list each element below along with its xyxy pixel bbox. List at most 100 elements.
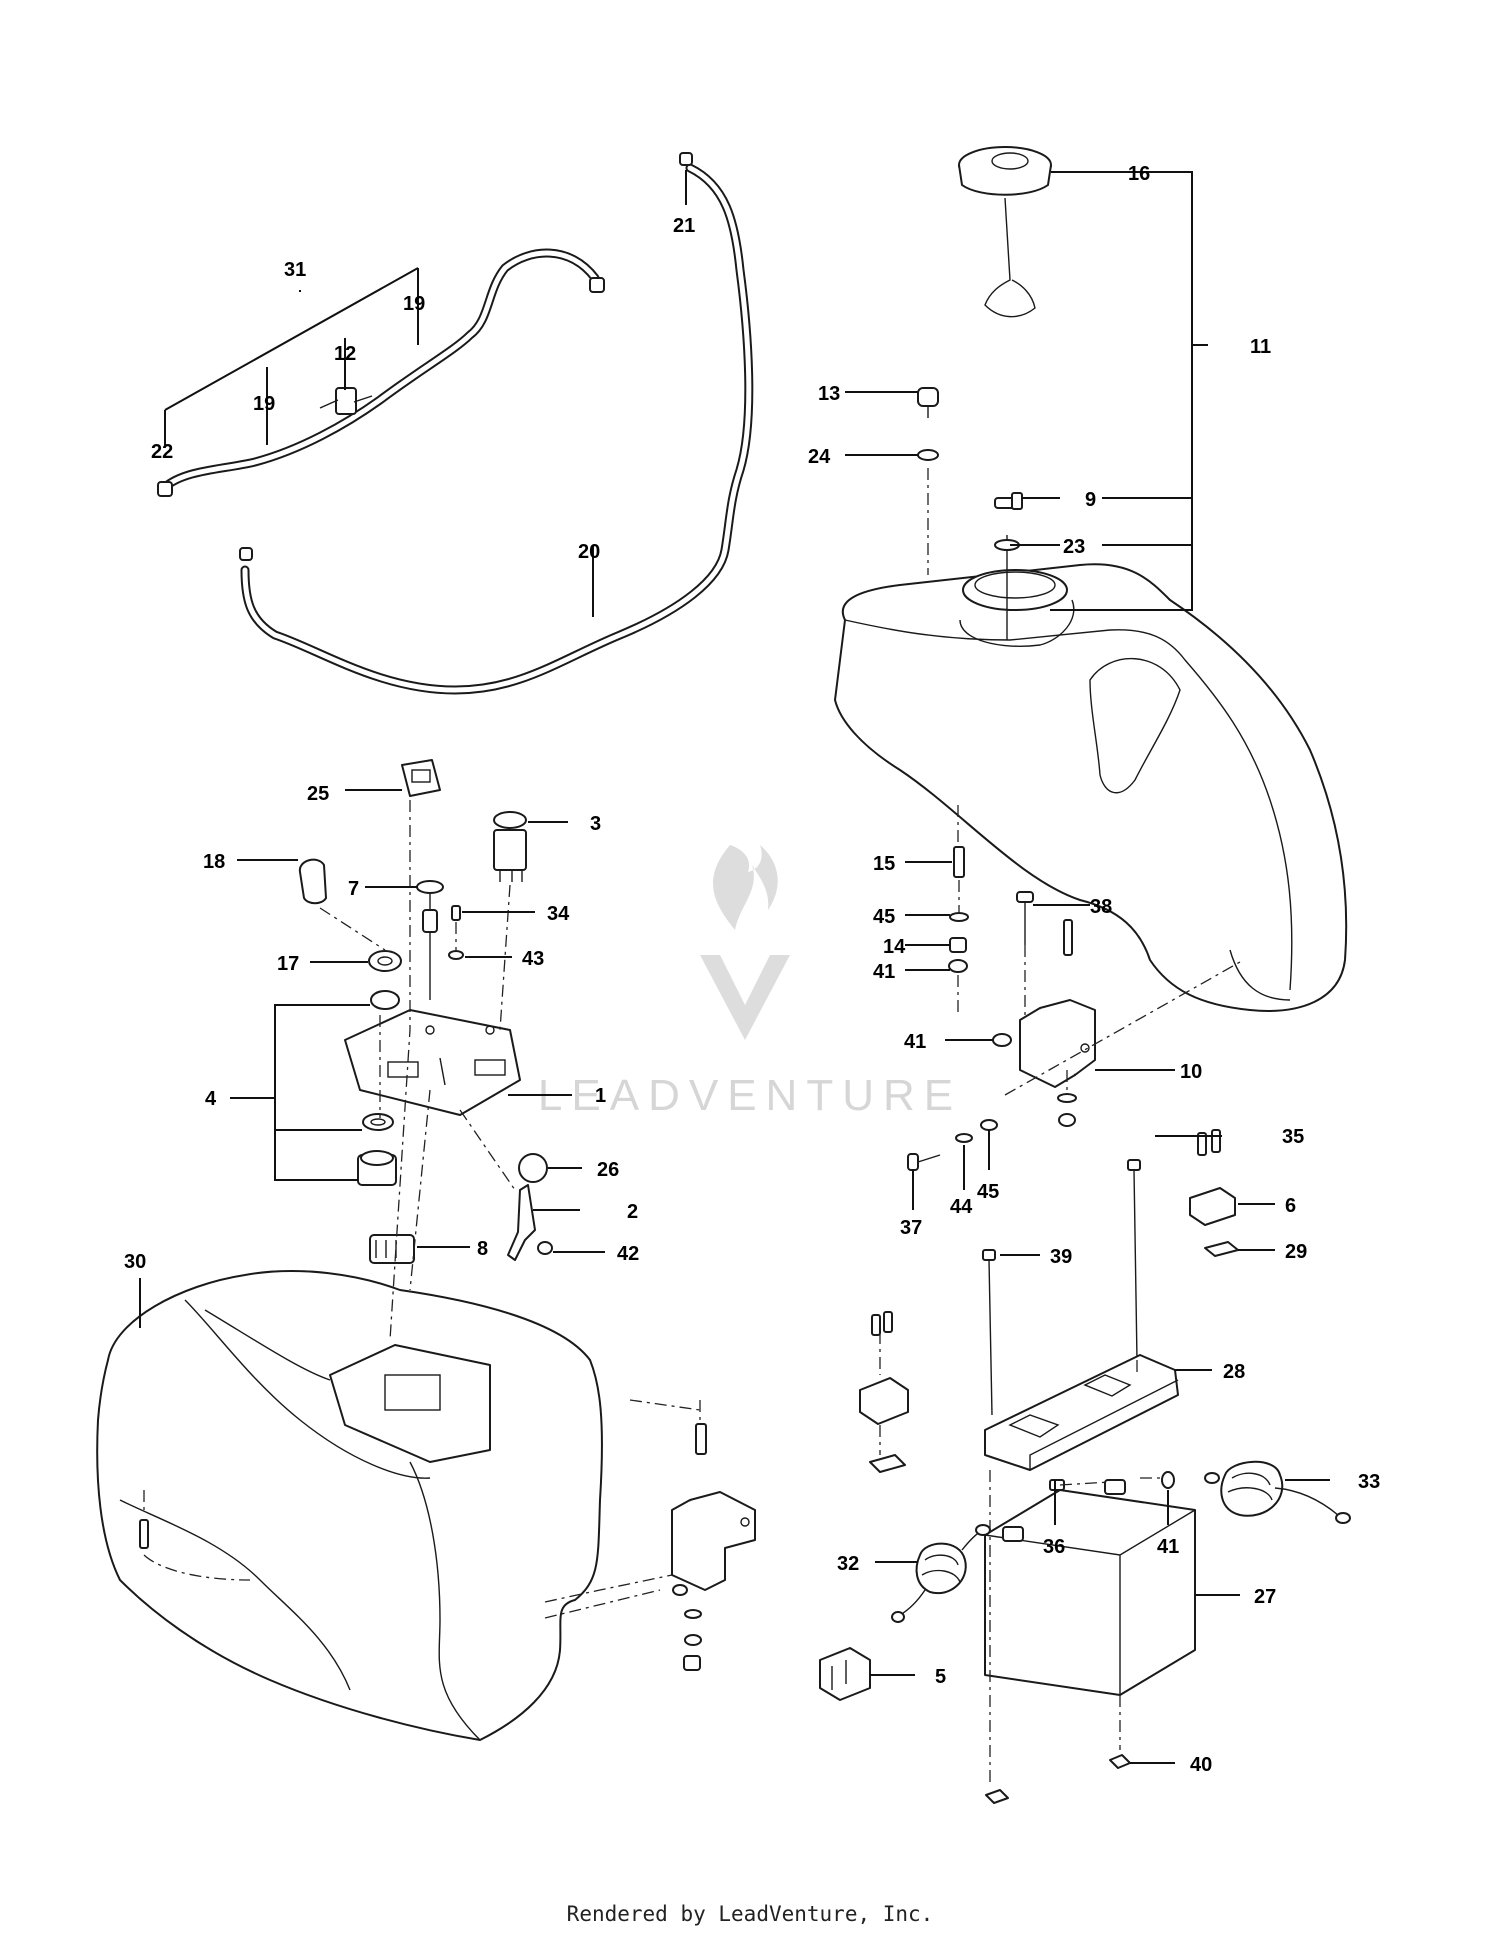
callout-22: 22	[151, 441, 173, 463]
callout-45-a: 45	[873, 906, 895, 928]
footer-credit: Rendered by LeadVenture, Inc.	[566, 1902, 934, 1926]
callout-40: 40	[1190, 1754, 1212, 1776]
fuel-hose-20	[239, 152, 754, 695]
callout-4: 4	[205, 1088, 217, 1110]
nut-41-b	[992, 1033, 1012, 1047]
bolt-37	[907, 1153, 941, 1171]
standoff-15	[953, 846, 965, 878]
callout-19-lower: 19	[253, 393, 275, 415]
callout-17: 17	[277, 953, 299, 975]
washer-housing	[684, 1609, 702, 1619]
leader-lines	[139, 170, 1330, 1764]
battery-terminal-positive	[1104, 1479, 1126, 1495]
watermark-text: LEADVENTURE	[538, 1071, 962, 1120]
callout-1: 1	[595, 1085, 606, 1107]
washer-45-upper	[949, 912, 969, 922]
lift-lever-2	[507, 1184, 536, 1261]
fastener-housing-a	[672, 1584, 688, 1596]
nut-42	[537, 1241, 553, 1255]
callout-34: 34	[547, 903, 570, 925]
battery-27	[984, 1479, 1196, 1696]
fuel-line-assembly-31	[157, 248, 605, 497]
tank-vent-valve-13	[917, 387, 939, 418]
callout-labels: 1 2 3 4 5 6 7 8 9 10 11 12 13 14 15 16 1…	[124, 163, 1380, 1776]
washer-45-bracket	[1057, 1093, 1077, 1103]
callout-41-b: 41	[904, 1031, 926, 1053]
fuel-filter-12	[335, 387, 357, 415]
callout-12: 12	[334, 343, 356, 365]
callout-30: 30	[124, 1251, 146, 1273]
washer-45-lower	[980, 1119, 998, 1131]
tank-cup-holder	[1089, 658, 1181, 794]
callout-11: 11	[1250, 336, 1271, 358]
callout-5: 5	[935, 1666, 946, 1688]
screw-34	[451, 905, 461, 921]
callout-19-upper: 19	[403, 293, 425, 315]
pin-housing-left	[139, 1519, 149, 1549]
callout-16: 16	[1128, 163, 1150, 185]
callout-23: 23	[1063, 536, 1085, 558]
callout-13: 13	[818, 383, 840, 405]
solenoid-5	[819, 1647, 871, 1701]
battery-hold-down-rod	[1127, 1159, 1141, 1361]
throttle-knob-18	[298, 858, 327, 905]
bracket-29	[1204, 1241, 1239, 1257]
callout-8: 8	[477, 1238, 488, 1260]
grommet-24	[917, 449, 939, 461]
tank-bracket-10	[1019, 999, 1096, 1088]
callout-41-a: 41	[873, 961, 895, 983]
mower-lift-knob-26	[518, 1153, 548, 1183]
callout-26: 26	[597, 1159, 619, 1181]
callout-25: 25	[307, 783, 329, 805]
battery-tray-28	[984, 1354, 1179, 1471]
callout-28: 28	[1223, 1361, 1245, 1383]
battery-hold-down-rod-39	[982, 1249, 996, 1416]
battery-cable-32	[891, 1524, 991, 1623]
nut-housing	[683, 1655, 701, 1671]
callout-18: 18	[203, 851, 225, 873]
bushing-17	[368, 950, 402, 1010]
leadventure-flame-logo-icon	[700, 845, 790, 1040]
nut-41-a	[948, 959, 968, 973]
fuel-fitting-9	[994, 492, 1023, 510]
battery-terminal-negative	[1002, 1526, 1024, 1542]
callout-14: 14	[883, 936, 906, 958]
solenoid-bracket-assembly	[859, 1311, 909, 1473]
callout-33: 33	[1358, 1471, 1380, 1493]
tank-filler-neck	[962, 569, 1068, 611]
washer-44	[955, 1133, 973, 1143]
bolt-38	[1016, 891, 1034, 945]
callout-10: 10	[1180, 1061, 1202, 1083]
callout-36: 36	[1043, 1536, 1065, 1558]
connector-8	[369, 1234, 415, 1264]
callout-32: 32	[837, 1553, 859, 1575]
nut-40	[1109, 1754, 1131, 1769]
pto-switch-3	[493, 811, 527, 882]
washer-housing-b	[684, 1634, 702, 1646]
hose-clamp-22	[157, 481, 173, 497]
callout-15: 15	[873, 853, 895, 875]
callout-37: 37	[900, 1217, 922, 1239]
hose-clamp-start	[239, 547, 253, 561]
standoff-housing-right	[695, 1423, 707, 1455]
dash-panel-plate-1	[344, 1009, 521, 1116]
callout-38: 38	[1090, 896, 1112, 918]
pin-tank-rear	[1063, 919, 1073, 956]
rocker-switch-25	[401, 759, 441, 797]
dash-housing-30	[96, 1270, 603, 1741]
callout-29: 29	[1285, 1241, 1307, 1263]
callout-2: 2	[627, 1201, 638, 1223]
screw-35-a	[1197, 1132, 1207, 1156]
relay-6	[1189, 1187, 1236, 1226]
hose-clamp-end	[589, 277, 605, 293]
callout-43: 43	[522, 948, 544, 970]
choke-cable-7	[416, 880, 444, 1000]
hose-clamp-21	[679, 152, 693, 166]
screw-35-b	[1211, 1129, 1221, 1153]
callout-21: 21	[673, 215, 695, 237]
nut-bracket	[1058, 1113, 1076, 1127]
housing-bracket	[671, 1491, 756, 1591]
callout-3: 3	[590, 813, 601, 835]
assembly-lines	[143, 468, 1241, 1785]
